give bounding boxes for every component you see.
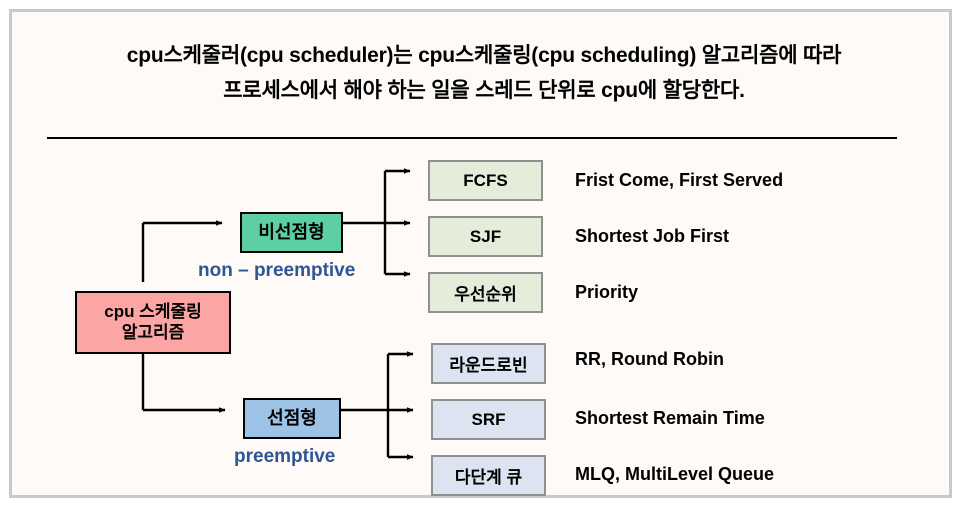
leaf-srf-label: SRF xyxy=(471,409,506,429)
leaf-round-robin-label: 라운드로빈 xyxy=(449,356,528,375)
leaf-multilevel-queue[interactable]: 다단계 큐 xyxy=(431,455,546,496)
node-root-line-1: cpu 스케줄링 xyxy=(104,302,202,322)
leaf-srf[interactable]: SRF xyxy=(431,399,546,440)
node-root-line-2: 알고리즘 xyxy=(121,322,185,342)
slide-frame: cpu스케줄러(cpu scheduler)는 cpu스케줄링(cpu sche… xyxy=(9,9,952,498)
page-title-line-1: cpu스케줄러(cpu scheduler)는 cpu스케줄링(cpu sche… xyxy=(126,44,842,67)
leaf-sjf[interactable]: SJF xyxy=(428,216,543,257)
leaf-multilevel-queue-label: 다단계 큐 xyxy=(454,468,523,487)
leaf-priority-label: 우선순위 xyxy=(454,285,517,304)
leaf-fcfs-label: FCFS xyxy=(463,170,508,190)
node-preemptive[interactable]: 선점형 xyxy=(243,398,341,439)
description-multilevel-queue: MLQ, MultiLevel Queue xyxy=(575,464,775,484)
leaf-priority[interactable]: 우선순위 xyxy=(428,272,543,313)
page-title-line-2: 프로세스에서 해야 하는 일을 스레드 단위로 cpu에 할당한다. xyxy=(223,79,745,102)
node-cpu-scheduling-algorithm[interactable]: cpu 스케줄링 알고리즘 xyxy=(75,291,231,354)
page-title: cpu스케줄러(cpu scheduler)는 cpu스케줄링(cpu sche… xyxy=(42,38,926,108)
title-divider xyxy=(47,137,897,139)
node-preemptive-label: 선점형 xyxy=(267,407,317,428)
node-root-label: cpu 스케줄링 알고리즘 xyxy=(104,302,202,342)
node-non-preemptive[interactable]: 비선점형 xyxy=(240,212,343,253)
leaf-round-robin[interactable]: 라운드로빈 xyxy=(431,343,546,384)
sublabel-non-preemptive: non – preemptive xyxy=(198,260,356,281)
description-sjf: Shortest Job First xyxy=(575,226,730,246)
description-priority: Priority xyxy=(575,282,639,302)
description-srf: Shortest Remain Time xyxy=(575,408,765,428)
leaf-fcfs[interactable]: FCFS xyxy=(428,160,543,201)
leaf-sjf-label: SJF xyxy=(469,226,502,246)
sublabel-preemptive: preemptive xyxy=(234,446,336,467)
description-fcfs: Frist Come, First Served xyxy=(575,170,784,190)
node-non-preemptive-label: 비선점형 xyxy=(258,221,325,242)
description-round-robin: RR, Round Robin xyxy=(575,349,724,369)
